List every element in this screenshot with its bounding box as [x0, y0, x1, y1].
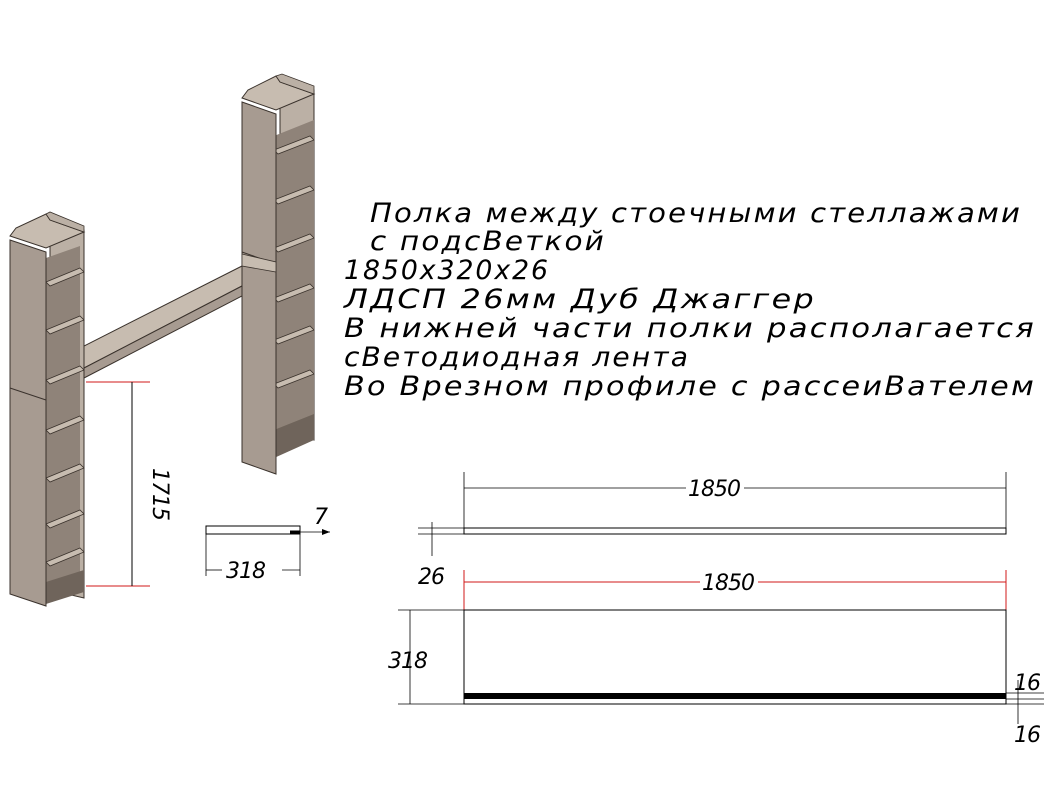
- left-rack: [9, 211, 86, 607]
- note-line-2: с подсВеткой: [370, 226, 606, 257]
- section-depth-label: 318: [226, 559, 266, 584]
- note-line-3: 1850х320х26: [344, 255, 550, 286]
- profile-b-label: 16: [1014, 723, 1041, 748]
- section-offset-label: 7: [314, 505, 328, 530]
- note-line-6: сВетодиодная лента: [344, 342, 690, 373]
- led-profile: [464, 693, 1006, 699]
- note-line-4: ЛДСП 26мм Дуб Джаггер: [343, 284, 816, 315]
- depth-label-horizontal: 318: [388, 649, 428, 674]
- length-top-label: 1850: [688, 477, 740, 502]
- section-view: 318 7: [205, 505, 330, 584]
- height-dimension: 1715: [86, 381, 172, 587]
- length-bottom-label: 1850: [702, 571, 754, 596]
- plan-view: 1850 318 318 16 16: [388, 570, 1044, 748]
- right-rack-shelves: [273, 135, 315, 389]
- note-line-5: В нижней части полки располагается: [344, 313, 1036, 344]
- note-line-7: Во Врезном профиле с рассеиВателем: [344, 371, 1036, 402]
- right-rack: [241, 73, 316, 475]
- height-label: 1715: [147, 468, 172, 520]
- front-view: 1850 26: [418, 472, 1007, 590]
- profile-a-label: 16: [1014, 671, 1041, 696]
- notes-block: Полка между стоечными стеллажами с подсВ…: [343, 198, 1036, 402]
- left-rack-shelves: [45, 267, 85, 567]
- thickness-label: 26: [418, 565, 445, 590]
- note-line-1: Полка между стоечными стеллажами: [370, 198, 1022, 229]
- lit-shelf: [83, 253, 277, 379]
